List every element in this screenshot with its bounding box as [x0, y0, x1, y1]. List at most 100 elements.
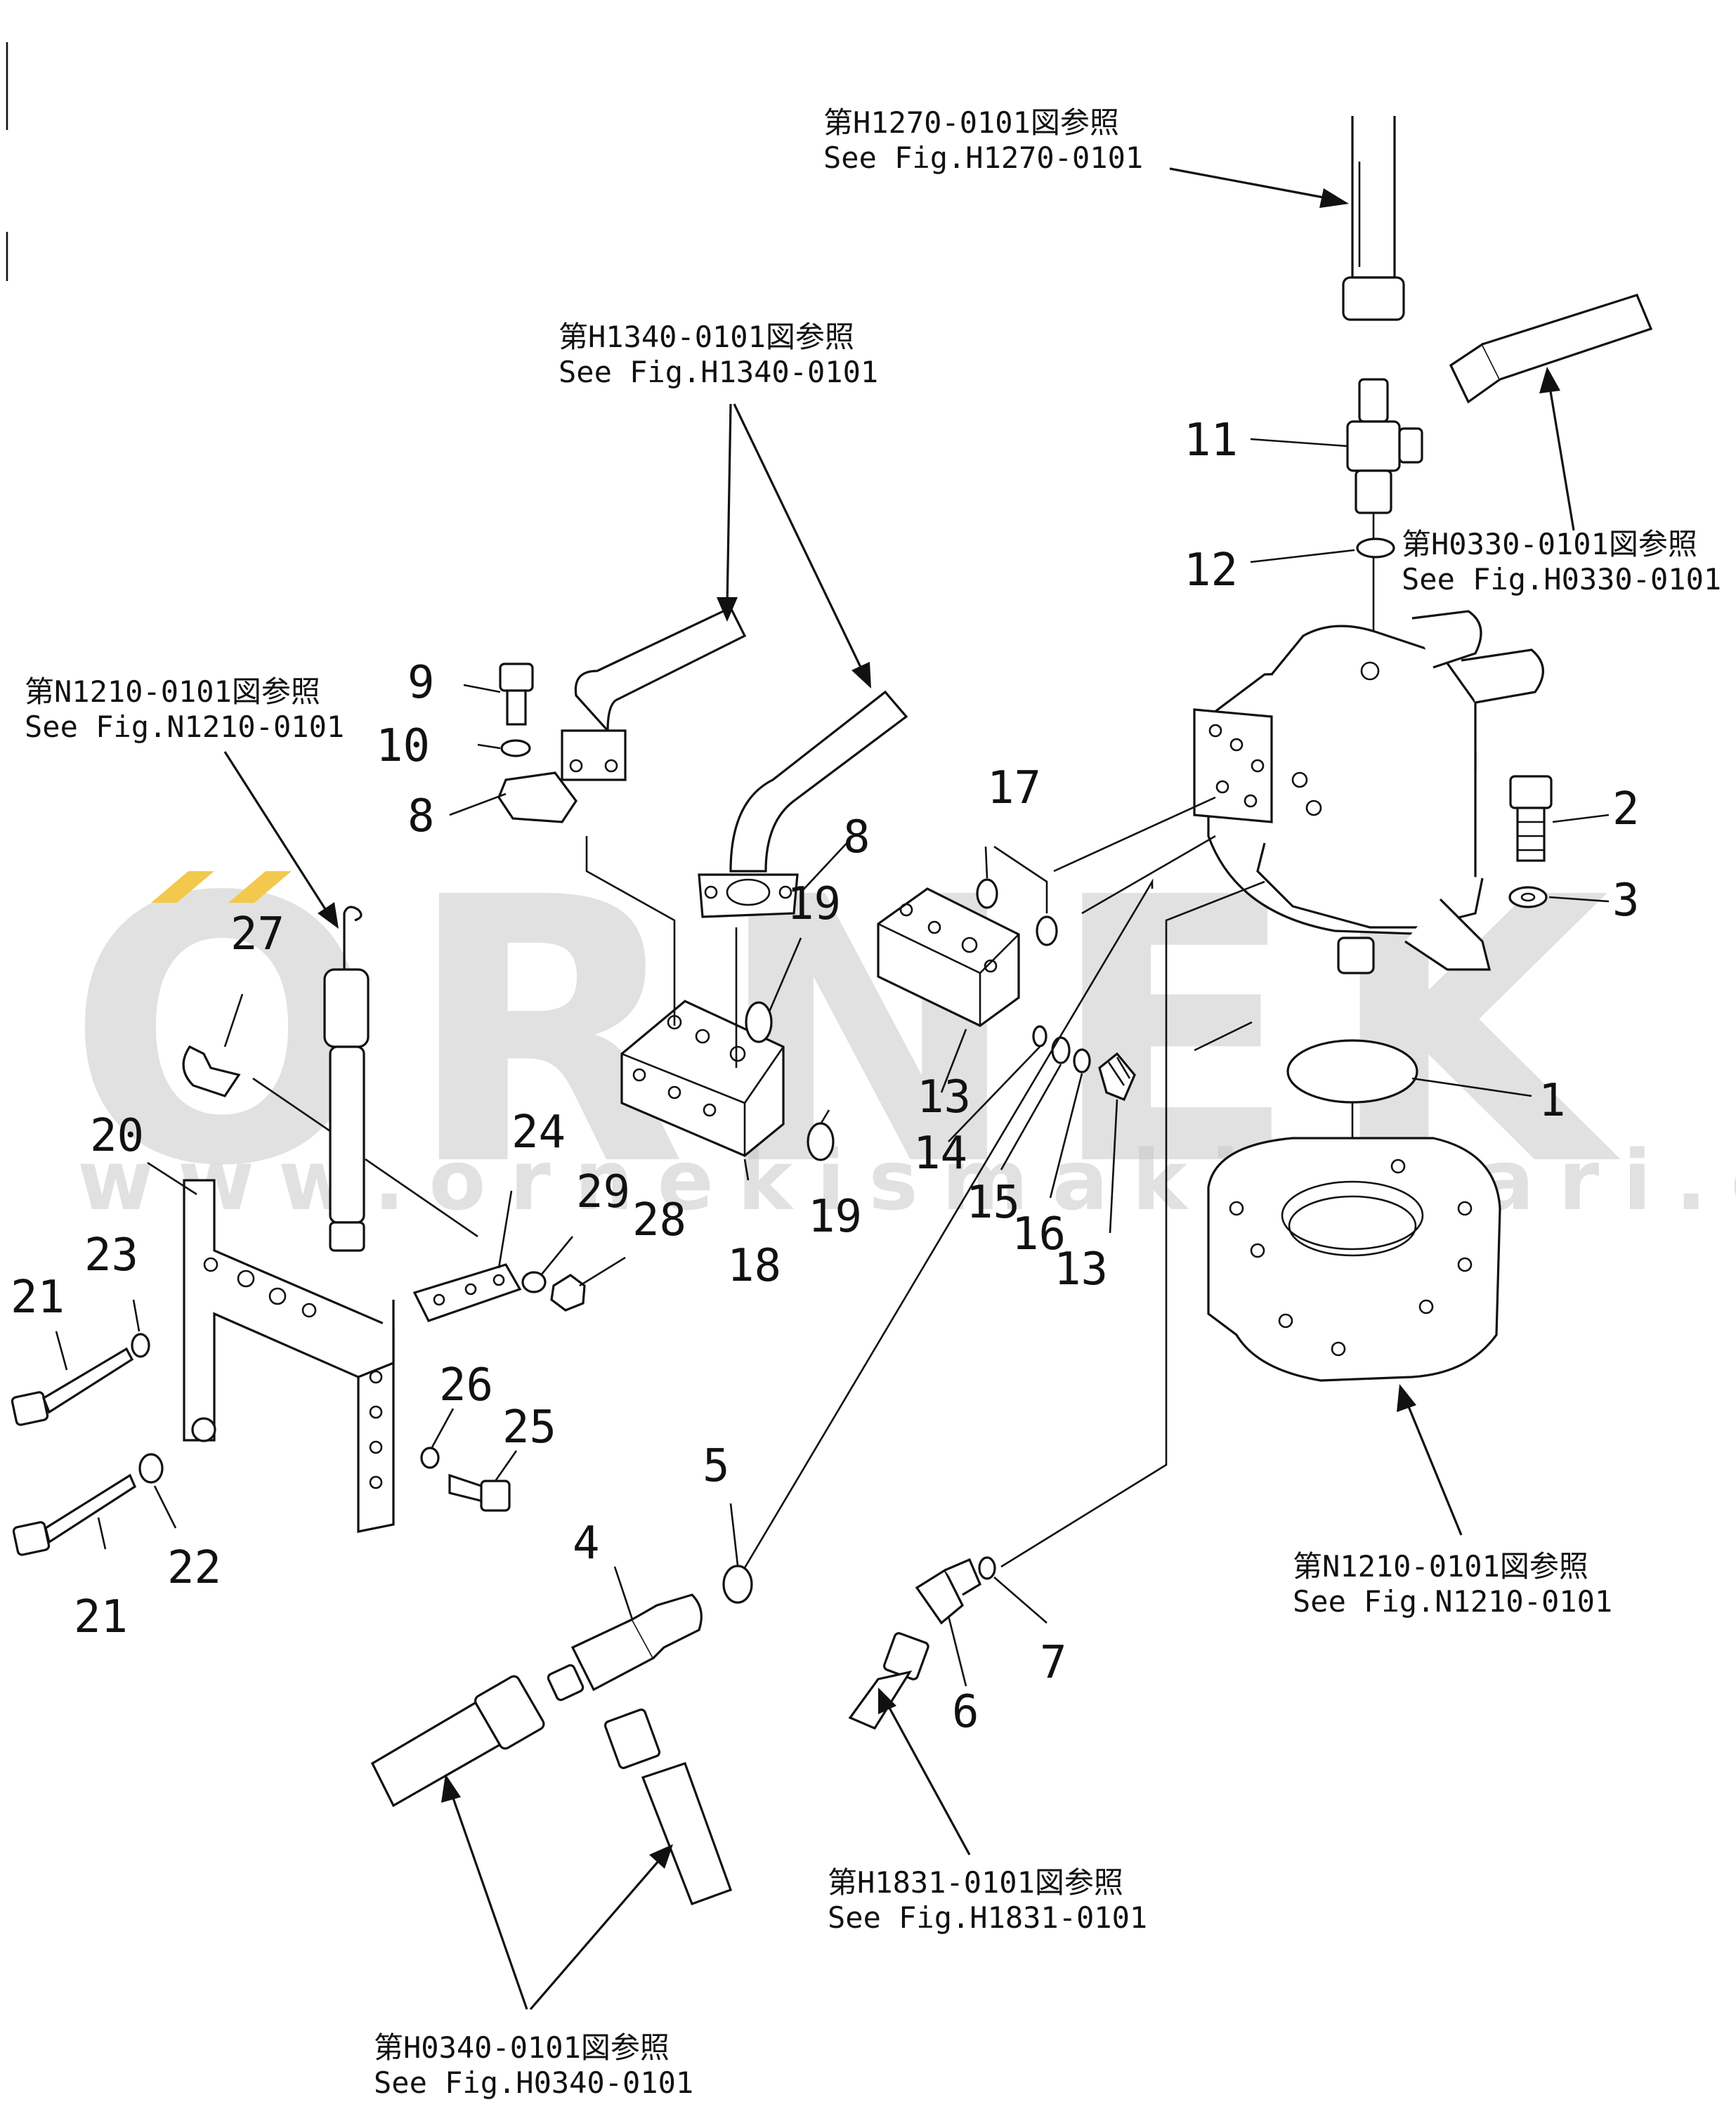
reference-jp: 第H1831-0101図参照: [828, 1865, 1123, 1900]
callout-22: 22: [167, 1542, 222, 1594]
connector-line: [585, 836, 676, 1026]
reference-en: See Fig.H1340-0101: [559, 355, 879, 389]
callout-25: 25: [502, 1402, 557, 1454]
callout-15: 15: [966, 1177, 1021, 1229]
o-ring-14: [1032, 1025, 1048, 1048]
watermark-accent-right: [228, 871, 292, 903]
block-13: [877, 887, 1020, 1027]
reference-label: 第H0340-0101図参照 See Fig.H0340-0101: [374, 2030, 693, 2101]
bolt-21-lower: [12, 1473, 137, 1556]
washer-3: [1508, 886, 1548, 908]
washer-26: [420, 1447, 440, 1469]
o-ring-16: [1073, 1048, 1091, 1073]
bolt-21-upper: [11, 1347, 134, 1426]
plate-24: [412, 1263, 522, 1322]
tee-fitting-4: [547, 1593, 703, 1770]
block-18: [620, 1000, 785, 1157]
reference-en: See Fig.H1831-0101: [828, 1900, 1148, 1935]
reference-jp: 第N1210-0101図参照: [25, 674, 320, 709]
callout-13: 13: [917, 1071, 972, 1123]
callout-18: 18: [727, 1240, 782, 1292]
callout-14: 14: [913, 1128, 968, 1180]
o-ring-17: [1036, 915, 1058, 946]
reference-en: See Fig.N1210-0101: [1293, 1584, 1613, 1619]
reference-jp: 第H1340-0101図参照: [559, 320, 854, 354]
callout-2: 2: [1612, 783, 1640, 835]
reference-en: See Fig.H0340-0101: [374, 2065, 694, 2100]
reference-jp: 第N1210-0101図参照: [1293, 1549, 1588, 1584]
reference-label: 第H0330-0101図参照 See Fig.H0330-0101: [1402, 527, 1721, 597]
accumulator-27: [323, 906, 370, 1252]
nut-28: [550, 1274, 586, 1312]
pipe-upper-left: [561, 606, 747, 781]
connector-line: [1053, 796, 1216, 873]
callout-6: 6: [952, 1686, 979, 1738]
u-bolt-27: [182, 1045, 241, 1097]
callout-27: 27: [230, 908, 285, 960]
callout-26: 26: [439, 1359, 494, 1411]
washer-29: [521, 1271, 547, 1293]
callout-20: 20: [90, 1110, 145, 1162]
callout-24: 24: [511, 1107, 566, 1159]
callout-19: 19: [808, 1191, 863, 1243]
pipe-upper-right: [698, 690, 908, 918]
callout-23: 23: [84, 1229, 139, 1281]
callout-3: 3: [1612, 875, 1640, 927]
connector-line-5: [740, 878, 1154, 1574]
bolt-25: [448, 1473, 511, 1512]
callout-4: 4: [573, 1518, 600, 1569]
connector-line: [1081, 835, 1216, 915]
reference-en: See Fig.N1210-0101: [25, 710, 345, 744]
housing-lower: [1207, 1137, 1501, 1382]
o-ring-17: [976, 878, 998, 909]
plug-13: [1098, 1052, 1136, 1102]
hose-h0340-right: [641, 1761, 733, 1906]
callout-29: 29: [576, 1166, 631, 1218]
o-ring-1: [1286, 1039, 1418, 1104]
callout-10: 10: [376, 720, 431, 772]
washer-23: [131, 1333, 150, 1358]
callout-12: 12: [1184, 544, 1239, 596]
callout-16: 16: [1012, 1208, 1066, 1260]
o-ring-12: [1356, 537, 1395, 559]
reference-jp: 第H0340-0101図参照: [374, 2030, 670, 2065]
o-ring-19: [745, 1001, 773, 1043]
callout-21: 21: [11, 1272, 65, 1324]
callout-28: 28: [632, 1194, 687, 1246]
reference-label: 第N1210-0101図参照 See Fig.N1210-0101: [1293, 1549, 1612, 1619]
callout-8: 8: [407, 790, 435, 842]
connector-line: [365, 1158, 478, 1238]
hose-h0340-left: [370, 1675, 545, 1808]
reference-label: 第H1270-0101図参照 See Fig.H1270-0101: [823, 105, 1143, 176]
callout-17: 17: [987, 762, 1042, 814]
pipe-top: [1342, 116, 1405, 321]
reference-label: 第H1340-0101図参照 See Fig.H1340-0101: [559, 320, 878, 390]
reference-jp: 第H1270-0101図参照: [823, 105, 1119, 140]
washer-10: [500, 739, 531, 757]
o-ring-7: [978, 1556, 996, 1580]
reference-label: 第N1210-0101図参照 See Fig.N1210-0101: [25, 674, 344, 745]
o-ring-5: [722, 1565, 753, 1604]
callout-21: 21: [74, 1591, 129, 1643]
callout-7: 7: [1040, 1637, 1067, 1689]
callout-11: 11: [1184, 415, 1239, 466]
bolt-9: [499, 663, 534, 726]
callout-9: 9: [407, 657, 435, 709]
connector-line: [252, 1077, 331, 1133]
reference-en: See Fig.H1270-0101: [823, 141, 1144, 175]
reference-en: See Fig.H0330-0101: [1402, 562, 1722, 596]
callout-13: 13: [1054, 1244, 1109, 1296]
reference-jp: 第H0330-0101図参照: [1402, 527, 1697, 561]
o-ring-19: [807, 1122, 835, 1161]
callout-1: 1: [1539, 1075, 1566, 1127]
washer-22: [138, 1453, 164, 1484]
o-ring-15: [1051, 1036, 1071, 1064]
bolt-2: [1509, 775, 1553, 862]
bracket-20: [183, 1179, 395, 1533]
reference-label: 第H1831-0101図参照 See Fig.H1831-0101: [828, 1865, 1147, 1936]
bracket-nut: [191, 1417, 216, 1442]
hose-right: [1449, 294, 1653, 404]
reference-arrows: [223, 167, 1575, 2011]
